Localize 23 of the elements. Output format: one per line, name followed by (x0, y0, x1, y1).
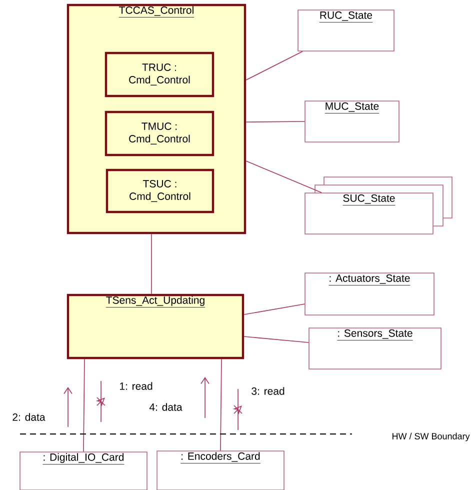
object-box: : Actuators_State (304, 272, 434, 316)
object-box: : Sensors_State (308, 328, 442, 370)
connector-line (220, 358, 222, 451)
object-box: TSUC : Cmd_Control (106, 168, 214, 214)
message-label: 2: data (12, 413, 46, 421)
connector-line (246, 51, 303, 80)
object-box: RUC_State (298, 10, 394, 52)
connector-line (246, 121, 305, 122)
object-box: TRUC : Cmd_Control (104, 52, 214, 98)
message-label: 3: read (252, 387, 284, 395)
object-box: : Encoders_Card (156, 450, 284, 490)
object-box: TSens_Act_Updating (66, 294, 244, 360)
object-box: : Digital_IO_Card (20, 452, 148, 490)
connector-line (244, 336, 309, 343)
object-box: TMUC : Cmd_Control (104, 110, 214, 156)
message-label: 1: read (120, 382, 152, 390)
connector-line (83, 358, 85, 452)
connector-line (244, 304, 305, 315)
connector-line (151, 234, 152, 294)
object-box: MUC_State (304, 100, 400, 142)
message-label: 4: data (149, 403, 182, 411)
message-label: HW / SW Boundary (392, 432, 470, 442)
multi-object-box: SUC_State (304, 176, 452, 234)
